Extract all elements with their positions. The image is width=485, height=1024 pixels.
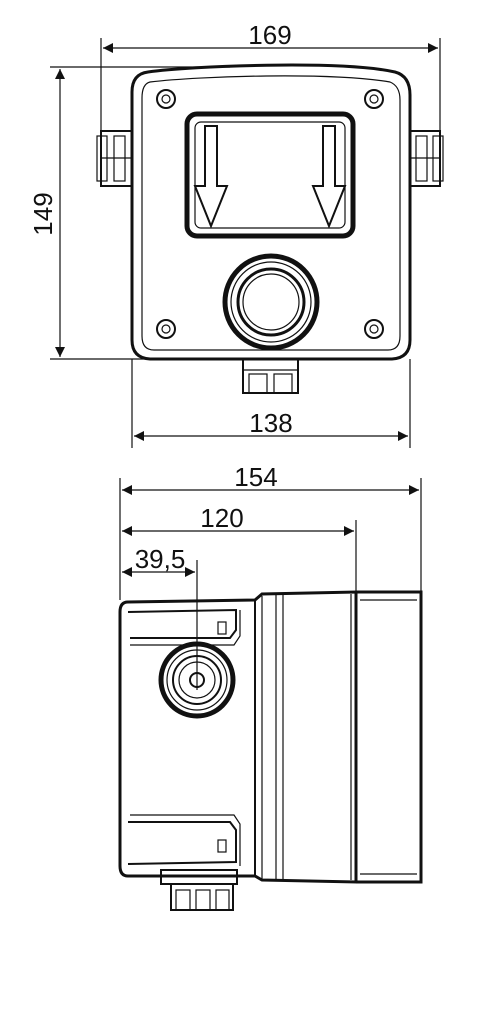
dim-label-120: 120 <box>200 503 243 533</box>
dimension-depth-total: 154 <box>119 462 422 600</box>
screw-icon <box>364 319 384 339</box>
side-view: 154 120 39,5 <box>118 462 423 911</box>
dimension-width-bottom: 138 <box>131 359 411 448</box>
front-view: 169 149 <box>28 20 444 448</box>
screw-icon <box>156 89 176 109</box>
dim-label-149: 149 <box>28 192 58 235</box>
housing-front <box>130 63 412 361</box>
pipe-outlet-icon <box>222 253 320 351</box>
pipe-outlet-icon <box>158 641 236 719</box>
dimension-width-top: 169 <box>100 20 441 132</box>
left-connector <box>96 130 133 187</box>
arrow-down-icon <box>193 125 229 229</box>
bottom-connector <box>242 358 299 394</box>
screw-icon <box>156 319 176 339</box>
right-connector <box>409 130 444 187</box>
dim-label-169: 169 <box>248 20 291 50</box>
arrow-down-icon <box>311 125 347 229</box>
dimension-depth-body: 120 <box>122 503 357 600</box>
screw-icon <box>364 89 384 109</box>
dimension-height: 149 <box>28 66 230 360</box>
housing-side-cover <box>356 590 423 884</box>
housing-side-rear <box>118 590 358 884</box>
dim-label-138: 138 <box>249 408 292 438</box>
flow-window <box>184 111 356 239</box>
dimension-outlet-offset: 39,5 <box>122 544 198 690</box>
bottom-connector-side <box>160 869 238 911</box>
dim-label-39-5: 39,5 <box>135 544 186 574</box>
dim-label-154: 154 <box>234 462 277 492</box>
